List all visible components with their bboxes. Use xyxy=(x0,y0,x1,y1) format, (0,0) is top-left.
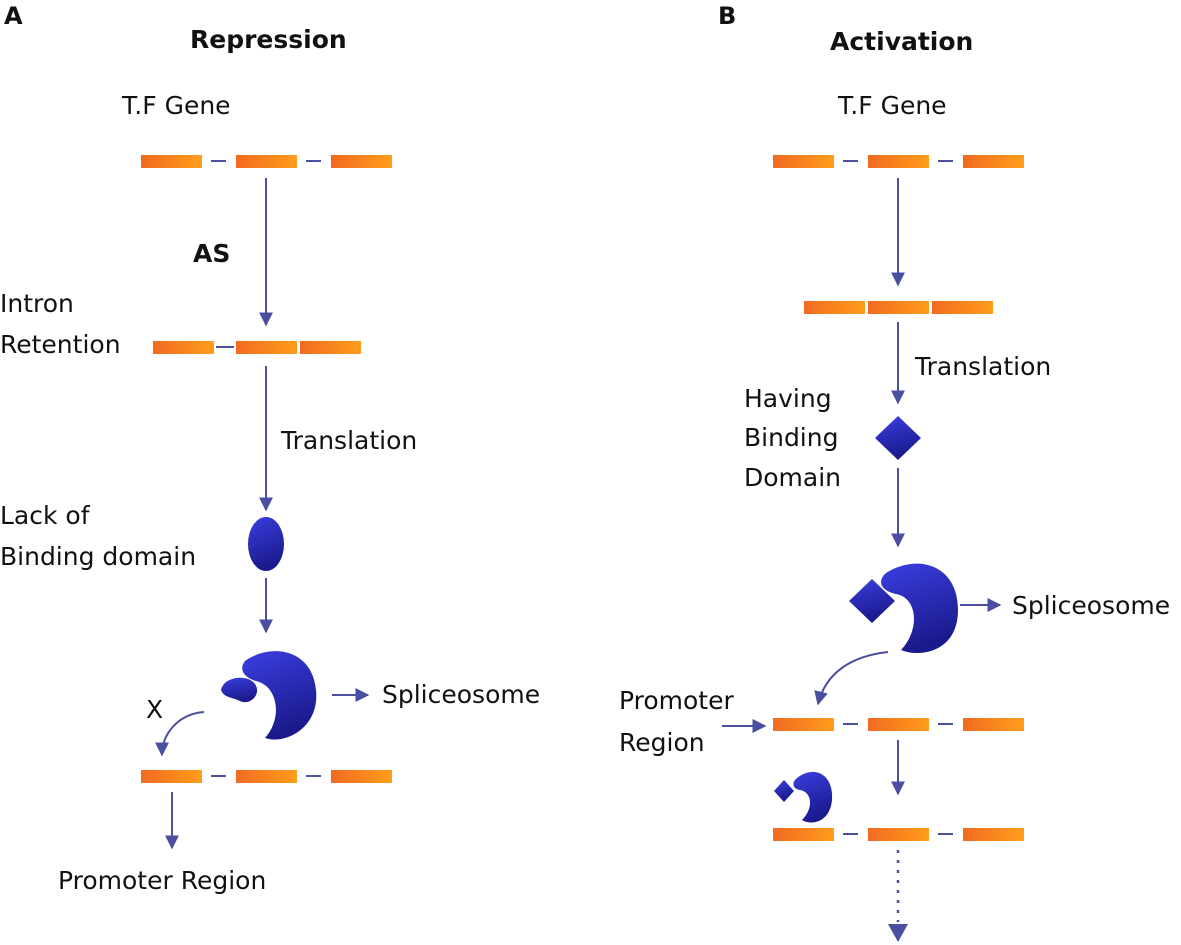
blocked-binding-arrow xyxy=(155,711,205,757)
exon xyxy=(963,718,1024,731)
panel-a-gene-label: T.F Gene xyxy=(121,91,231,120)
panel-b-spliceosome-label: Spliceosome xyxy=(1012,591,1170,620)
panel-b-small-complex xyxy=(774,771,833,823)
panel-b-having-line2: Binding xyxy=(744,423,838,452)
exon xyxy=(868,301,929,314)
panel-b-having-line1: Having xyxy=(744,384,832,413)
panel-a-spliceosome-complex xyxy=(221,651,317,740)
panel-b-gene-label: T.F Gene xyxy=(837,91,947,120)
bound-protein-icon xyxy=(221,677,258,703)
panel-b-gene xyxy=(773,155,1024,168)
panel-a-target-gene xyxy=(141,770,392,783)
panel-a-spliceosome-label: Spliceosome xyxy=(382,680,540,709)
exon xyxy=(300,341,361,354)
panel-a-lack-line2: Binding domain xyxy=(0,542,196,571)
spliceosome-small-icon xyxy=(793,771,833,823)
panel-a-x-mark: X xyxy=(146,695,163,724)
spliceosome-icon xyxy=(242,651,317,740)
exon xyxy=(868,718,929,731)
panel-b: B Activation T.F Gene Translation Having… xyxy=(619,2,1170,942)
panel-b-letter: B xyxy=(718,2,736,30)
exon xyxy=(236,770,297,783)
bound-protein-icon xyxy=(849,579,895,623)
exon xyxy=(963,155,1024,168)
panel-a-translation-label: Translation xyxy=(280,426,417,455)
panel-a-promoter-label: Promoter Region xyxy=(58,866,266,895)
panel-b-spliced-gene xyxy=(773,828,1024,841)
exon xyxy=(236,155,297,168)
panel-a-intron-line2: Retention xyxy=(0,330,121,359)
panel-a-gene xyxy=(141,155,392,168)
exon xyxy=(236,341,297,354)
exon xyxy=(932,301,993,314)
exon xyxy=(331,155,392,168)
panel-b-translation-label: Translation xyxy=(914,352,1051,381)
bound-protein-small-icon xyxy=(774,780,794,802)
truncated-protein-icon xyxy=(248,517,284,571)
exon xyxy=(868,155,929,168)
panel-a-intron-line1: Intron xyxy=(0,289,74,318)
exon xyxy=(773,718,834,731)
dotted-arrow-head-icon xyxy=(888,924,908,942)
binding-arrow xyxy=(814,651,889,706)
panel-a-lack-line1: Lack of xyxy=(0,501,91,530)
panel-b-mature-transcript xyxy=(804,301,993,314)
panel-a-retained-transcript xyxy=(153,341,361,354)
panel-b-title: Activation xyxy=(830,27,973,56)
panel-a: A Repression T.F Gene AS Intron Retentio… xyxy=(0,2,540,895)
exon xyxy=(331,770,392,783)
exon xyxy=(141,155,202,168)
exon xyxy=(963,828,1024,841)
panel-b-spliceosome-complex xyxy=(849,563,958,654)
exon xyxy=(773,155,834,168)
exon xyxy=(868,828,929,841)
binding-domain-protein-icon xyxy=(875,416,921,460)
exon xyxy=(141,770,202,783)
exon xyxy=(804,301,865,314)
panel-b-having-line3: Domain xyxy=(744,463,841,492)
spliceosome-icon xyxy=(881,563,958,654)
panel-b-target-gene xyxy=(773,718,1024,731)
exon xyxy=(153,341,214,354)
panel-a-as-label: AS xyxy=(193,239,230,268)
panel-a-title: Repression xyxy=(190,25,347,54)
panel-b-promoter-line2: Region xyxy=(619,728,705,757)
exon xyxy=(773,828,834,841)
panel-a-letter: A xyxy=(4,2,23,30)
panel-b-promoter-line1: Promoter xyxy=(619,686,734,715)
